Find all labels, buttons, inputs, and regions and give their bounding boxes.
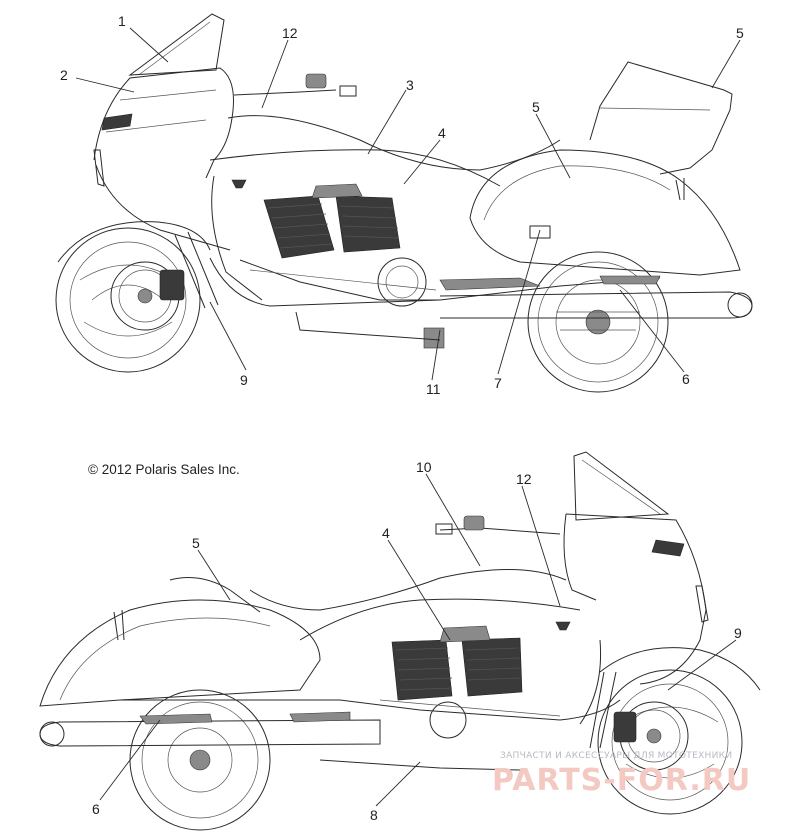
callout-6b: 6 [92,801,100,817]
callouts-top: 1 2 12 3 4 5 5 9 11 7 6 [60,13,744,397]
callout-5b: 5 [192,535,200,551]
callout-7: 7 [494,375,502,391]
copyright-text: © 2012 Polaris Sales Inc. [88,462,240,477]
callout-9: 9 [240,372,248,388]
watermark: ЗАПЧАСТИ И АКСЕССУАРЫ ДЛЯ МОТОТЕХНИКИ PA… [492,751,751,798]
callout-1: 1 [118,13,126,29]
callout-12b: 12 [516,471,532,487]
callout-3: 3 [406,77,414,93]
callout-11: 11 [426,381,441,397]
callout-12: 12 [282,25,298,41]
callout-6: 6 [682,371,690,387]
callout-5-backrest: 5 [736,25,744,41]
rear-wheel-2 [129,689,271,831]
leader-lines [75,27,741,807]
rear-wheel [527,251,669,393]
callout-4: 4 [438,125,446,141]
motorcycle-right-view [39,451,761,831]
engine-left [239,183,440,307]
callout-10: 10 [416,459,432,475]
callout-9b: 9 [734,625,742,641]
callouts-bottom: 10 12 5 4 9 6 8 [92,459,742,823]
front-wheel [55,227,201,373]
front-wheel-2 [597,669,743,815]
callout-2: 2 [60,67,68,83]
callout-4b: 4 [382,525,390,541]
callout-5-rear: 5 [532,99,540,115]
watermark-tagline: ЗАПЧАСТИ И АКСЕССУАРЫ ДЛЯ МОТОТЕХНИКИ [500,751,732,761]
watermark-brand: PARTS-FOR.RU [492,763,751,798]
motorcycle-left-view [55,13,753,393]
callout-8: 8 [370,807,378,823]
engine-right [379,625,561,739]
